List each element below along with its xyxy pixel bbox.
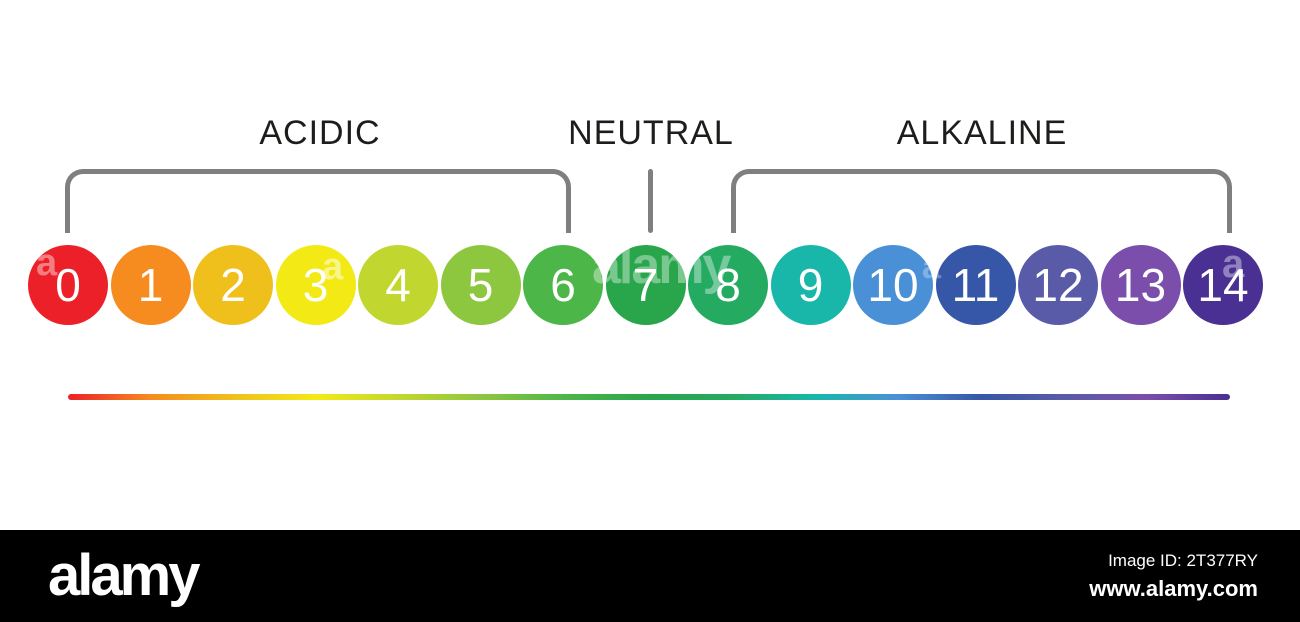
footer-credits: Image ID: 2T377RY www.alamy.com [1089,551,1258,602]
ph-value-label: 8 [715,259,741,311]
ph-circle-14: 14 [1183,245,1263,325]
ph-value-label: 12 [1032,259,1084,311]
footer-bar: alamy Image ID: 2T377RY www.alamy.com [0,530,1300,622]
ph-circle-7: 7 [605,245,686,325]
neutral-label: NEUTRAL [568,114,734,152]
ph-value-label: 4 [385,259,411,311]
ph-value-label: 9 [797,259,824,311]
ph-circle-1: 1 [110,245,191,325]
ph-value-label: 1 [137,259,164,311]
ph-circles-row: 0 1 2 3 4 5 6 7 8 9 10 11 12 13 14 [28,245,1263,325]
ph-value-label: 14 [1197,259,1249,311]
ph-value-label: 7 [632,259,659,311]
ph-circle-9: 9 [770,245,851,325]
ph-circle-11: 11 [935,245,1016,325]
ph-circle-4: 4 [358,245,438,325]
ph-circle-10: 10 [853,245,933,325]
ph-value-label: 6 [550,259,576,311]
ph-value-label: 13 [1114,259,1167,311]
alkaline-label: ALKALINE [896,114,1068,152]
ph-value-label: 10 [867,259,919,311]
ph-value-label: 5 [467,259,494,311]
ph-gradient-bar [68,394,1230,400]
ph-value-label: 2 [220,259,246,311]
neutral-pointer-line [648,169,653,233]
ph-value-label: 3 [302,259,329,311]
ph-circle-8: 8 [688,245,768,325]
ph-circle-3: 3 [275,245,356,325]
alamy-url-text: www.alamy.com [1089,575,1258,601]
ph-circle-2: 2 [193,245,273,325]
ph-circle-13: 13 [1100,245,1181,325]
alamy-logo: alamy [48,543,200,608]
acidic-bracket [65,169,571,233]
ph-circle-12: 12 [1018,245,1098,325]
alkaline-bracket [731,169,1232,233]
ph-value-label: 11 [951,259,1000,311]
acidic-label: ACIDIC [259,114,381,152]
ph-circle-5: 5 [440,245,521,325]
ph-circle-6: 6 [523,245,603,325]
ph-value-label: 0 [55,259,81,311]
ph-circle-0: 0 [28,245,108,325]
image-id-text: Image ID: 2T377RY [1108,550,1258,570]
